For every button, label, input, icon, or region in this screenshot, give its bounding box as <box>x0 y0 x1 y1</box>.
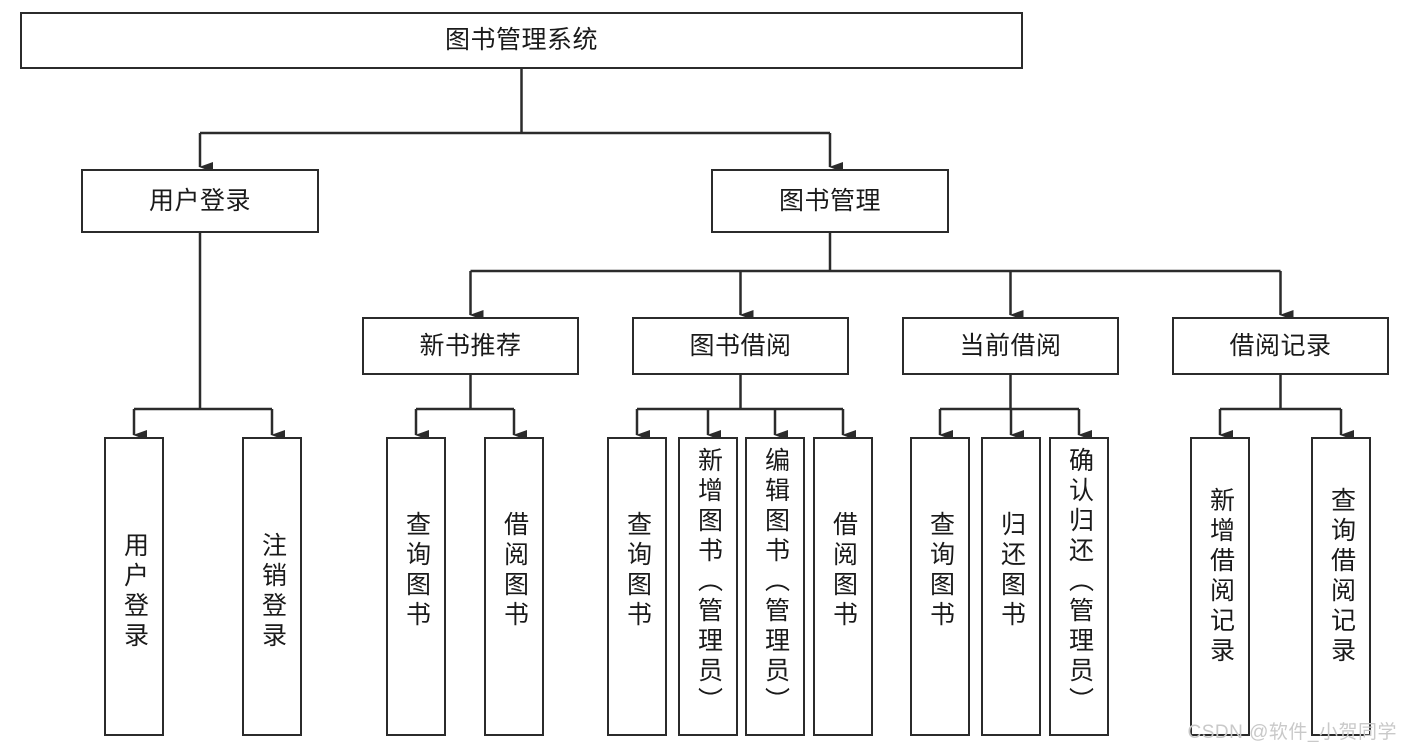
node-leaf-logout[interactable]: 注销登录 <box>242 437 302 736</box>
node-leaf-borrow-book-2[interactable]: 借阅图书 <box>813 437 873 736</box>
node-leaf-return-book-label: 归还图书 <box>997 511 1026 631</box>
node-user-login[interactable]: 用户登录 <box>81 169 319 233</box>
node-leaf-query-book-1[interactable]: 查询图书 <box>386 437 446 736</box>
node-leaf-query-book-3[interactable]: 查询图书 <box>910 437 970 736</box>
node-leaf-query-book-2[interactable]: 查询图书 <box>607 437 667 736</box>
node-leaf-add-book-label: 新增图书（管理员） <box>694 447 723 717</box>
node-borrow-record-label: 借阅记录 <box>1229 331 1332 360</box>
node-leaf-add-book[interactable]: 新增图书（管理员） <box>678 437 738 736</box>
node-leaf-edit-book[interactable]: 编辑图书（管理员） <box>745 437 805 736</box>
node-book-borrow[interactable]: 图书借阅 <box>632 317 849 375</box>
node-current-borrow-label: 当前借阅 <box>959 331 1062 360</box>
node-leaf-return-book[interactable]: 归还图书 <box>981 437 1041 736</box>
node-leaf-query-book-2-label: 查询图书 <box>623 511 652 631</box>
node-leaf-user-login[interactable]: 用户登录 <box>104 437 164 736</box>
node-leaf-borrow-book-1-label: 借阅图书 <box>500 511 529 631</box>
node-leaf-add-record-label: 新增借阅记录 <box>1206 487 1235 667</box>
node-leaf-confirm-return-label: 确认归还（管理员） <box>1065 447 1094 717</box>
node-leaf-query-record-label: 查询借阅记录 <box>1327 487 1356 667</box>
node-leaf-query-book-3-label: 查询图书 <box>926 511 955 631</box>
node-leaf-query-book-1-label: 查询图书 <box>402 511 431 631</box>
node-leaf-query-record[interactable]: 查询借阅记录 <box>1311 437 1371 736</box>
node-leaf-edit-book-label: 编辑图书（管理员） <box>761 447 790 717</box>
node-leaf-borrow-book-2-label: 借阅图书 <box>829 511 858 631</box>
node-leaf-logout-label: 注销登录 <box>258 532 287 652</box>
node-root[interactable]: 图书管理系统 <box>20 12 1023 69</box>
node-book-manage[interactable]: 图书管理 <box>711 169 949 233</box>
node-user-login-label: 用户登录 <box>148 186 251 215</box>
node-new-book-recommend-label: 新书推荐 <box>419 331 522 360</box>
node-borrow-record[interactable]: 借阅记录 <box>1172 317 1389 375</box>
watermark-text: CSDN @软件_小贺同学 <box>1187 722 1397 743</box>
node-leaf-borrow-book-1[interactable]: 借阅图书 <box>484 437 544 736</box>
node-current-borrow[interactable]: 当前借阅 <box>902 317 1119 375</box>
node-new-book-recommend[interactable]: 新书推荐 <box>362 317 579 375</box>
node-leaf-add-record[interactable]: 新增借阅记录 <box>1190 437 1250 736</box>
node-book-manage-label: 图书管理 <box>778 186 881 215</box>
node-book-borrow-label: 图书借阅 <box>689 331 792 360</box>
node-leaf-confirm-return[interactable]: 确认归还（管理员） <box>1049 437 1109 736</box>
node-root-label: 图书管理系统 <box>444 26 598 54</box>
node-leaf-user-login-label: 用户登录 <box>120 532 149 652</box>
